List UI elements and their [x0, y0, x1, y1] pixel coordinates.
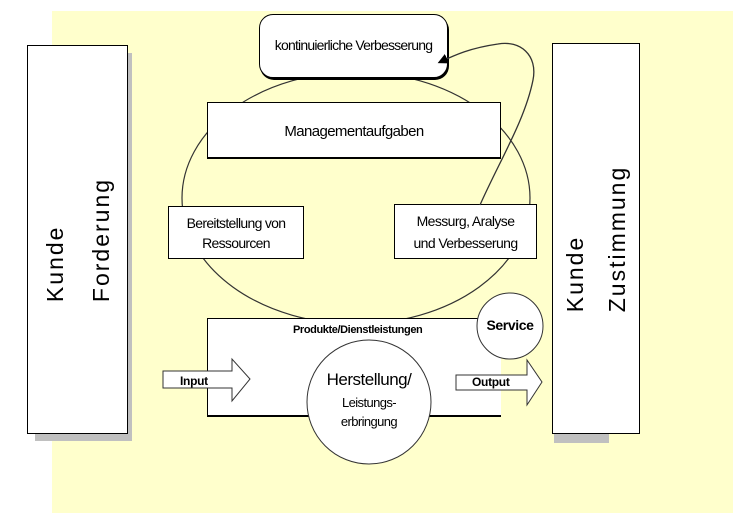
feedback-arrow — [437, 42, 535, 206]
service-circle — [476, 292, 544, 360]
input-arrow — [162, 357, 251, 403]
production-line1: Herstellung/ — [326, 370, 412, 389]
customer-requirements-box: Kunde Forderung — [27, 45, 128, 434]
output-arrow — [455, 358, 543, 407]
resources-line2: Ressourcen — [202, 235, 270, 251]
production-circle — [306, 339, 432, 465]
measurement-box: Messurg, Aralyse und Verbesserung — [394, 204, 537, 259]
measurement-line2: und Verbesserung — [413, 235, 518, 251]
production-line2: Leistungs- — [342, 395, 397, 410]
input-label: Input — [180, 374, 208, 388]
continuous-improvement-label: kontinuierliche Verbesserung — [274, 37, 433, 53]
management-box: Managementaufgaben — [207, 102, 501, 159]
resources-box: Bereitstellung von Ressourcen — [168, 206, 304, 259]
customer-satisfaction-box: Kunde Zustimmung — [552, 43, 640, 434]
service-label: Service — [486, 317, 534, 333]
products-services-label: Produkte/Dienstleistungen — [293, 324, 423, 336]
measurement-label: Messurg, Aralyse und Verbesserung — [395, 210, 536, 254]
production-line3: erbringung — [340, 414, 398, 429]
output-label: Output — [472, 375, 510, 389]
management-label: Managementaufgaben — [284, 123, 424, 140]
right-box-shadow — [554, 433, 609, 443]
continuous-improvement-box: kontinuierliche Verbesserung — [259, 14, 448, 78]
resources-label: Bereitstellung von Ressourcen — [169, 213, 303, 253]
production-label: Herstellung/ Leistungs- erbringung — [307, 370, 431, 429]
resources-line1: Bereitstellung von — [186, 215, 286, 231]
measurement-line1: Messurg, Aralyse — [416, 213, 515, 229]
